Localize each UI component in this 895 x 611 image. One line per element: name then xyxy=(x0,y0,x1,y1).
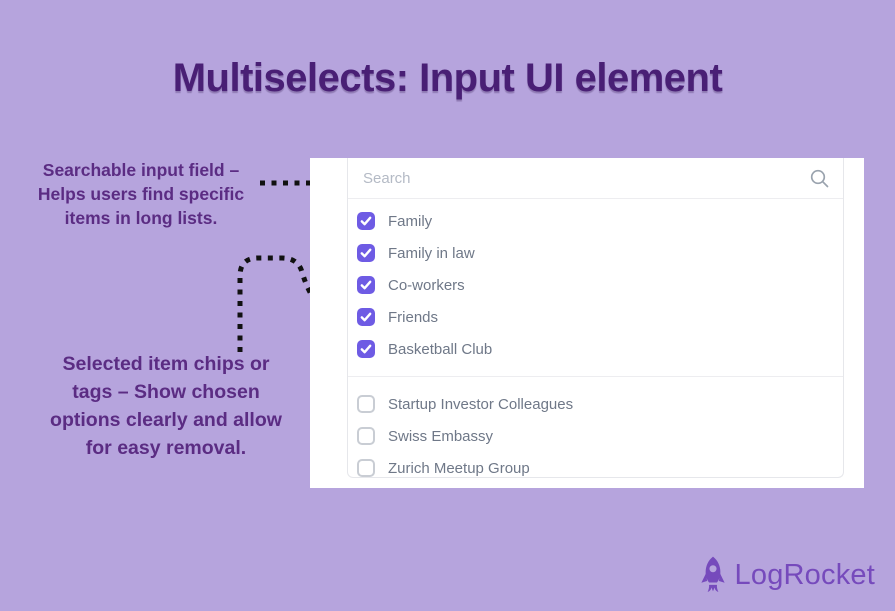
multiselect-option[interactable]: Startup Investor Colleagues xyxy=(348,388,843,420)
checkbox-checked-icon[interactable] xyxy=(357,340,375,358)
logrocket-logo: LogRocket xyxy=(696,555,875,595)
checkbox-checked-icon[interactable] xyxy=(357,308,375,326)
search-field[interactable] xyxy=(348,158,843,199)
multiselect-option[interactable]: Co-workers xyxy=(348,269,843,301)
checkbox-checked-icon[interactable] xyxy=(357,276,375,294)
annotation-searchable-input: Searchable input field – Helps users fin… xyxy=(37,160,245,228)
multiselect-option[interactable]: Basketball Club xyxy=(348,333,843,365)
checkbox-checked-icon[interactable] xyxy=(357,244,375,262)
multiselect-option[interactable]: Friends xyxy=(348,301,843,333)
multiselect-option[interactable]: Family xyxy=(348,205,843,237)
checkbox-unchecked-icon[interactable] xyxy=(357,395,375,413)
annotation-selected-chips: Selected item chips or tags – Show chose… xyxy=(50,353,282,459)
brand-wordmark: LogRocket xyxy=(734,558,875,591)
magnifier-icon xyxy=(810,169,829,187)
option-label: Basketball Club xyxy=(388,340,493,358)
option-label: Startup Investor Colleagues xyxy=(388,395,574,413)
option-label: Family xyxy=(388,212,433,230)
multiselect-option[interactable]: Zurich Meetup Group xyxy=(348,452,843,484)
option-label: Zurich Meetup Group xyxy=(388,459,530,477)
page-title: Multiselects: Input UI element xyxy=(172,56,723,100)
option-label: Swiss Embassy xyxy=(388,427,494,445)
rocket-icon xyxy=(700,556,725,592)
checkbox-unchecked-icon[interactable] xyxy=(357,459,375,477)
checkbox-unchecked-icon[interactable] xyxy=(357,427,375,445)
search-input[interactable] xyxy=(361,168,801,188)
multiselect-option[interactable]: Family in law xyxy=(348,237,843,269)
option-label: Friends xyxy=(388,308,439,326)
option-label: Co-workers xyxy=(388,276,465,294)
checkbox-checked-icon[interactable] xyxy=(357,212,375,230)
group-divider xyxy=(348,376,843,377)
multiselect-option[interactable]: Swiss Embassy xyxy=(348,420,843,452)
option-label: Family in law xyxy=(388,244,475,262)
